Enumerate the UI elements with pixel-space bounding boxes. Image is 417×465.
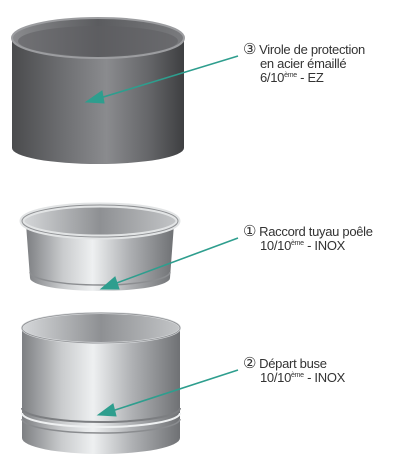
depart-thickness: 10/10 <box>260 370 292 385</box>
arrow-raccord <box>99 237 239 290</box>
depart-thickness-sup: ème <box>291 372 304 379</box>
arrow-virole <box>84 55 239 104</box>
raccord-thickness: 10/10 <box>260 238 292 253</box>
part-number-1: ① <box>243 223 257 240</box>
part-number-3: ③ <box>243 41 257 58</box>
virole-title: Virole de protection <box>259 42 365 57</box>
virole-thickness: 6/10 <box>260 70 285 85</box>
raccord-finish: - INOX <box>303 238 346 253</box>
virole-finish: - EZ <box>296 70 324 85</box>
virole-thickness-sup: ème <box>284 72 297 79</box>
raccord-thickness-sup: ème <box>291 240 304 247</box>
virole-material: en acier émaillé <box>260 56 347 71</box>
depart-finish: - INOX <box>303 370 346 385</box>
depart-buse-ring <box>21 312 181 454</box>
part-number-2: ② <box>243 355 257 372</box>
arrow-depart <box>96 369 239 417</box>
virole-sleeve <box>11 17 185 164</box>
depart-title: Départ buse <box>259 356 327 371</box>
raccord-ring <box>19 202 181 291</box>
raccord-title: Raccord tuyau poêle <box>259 224 373 239</box>
